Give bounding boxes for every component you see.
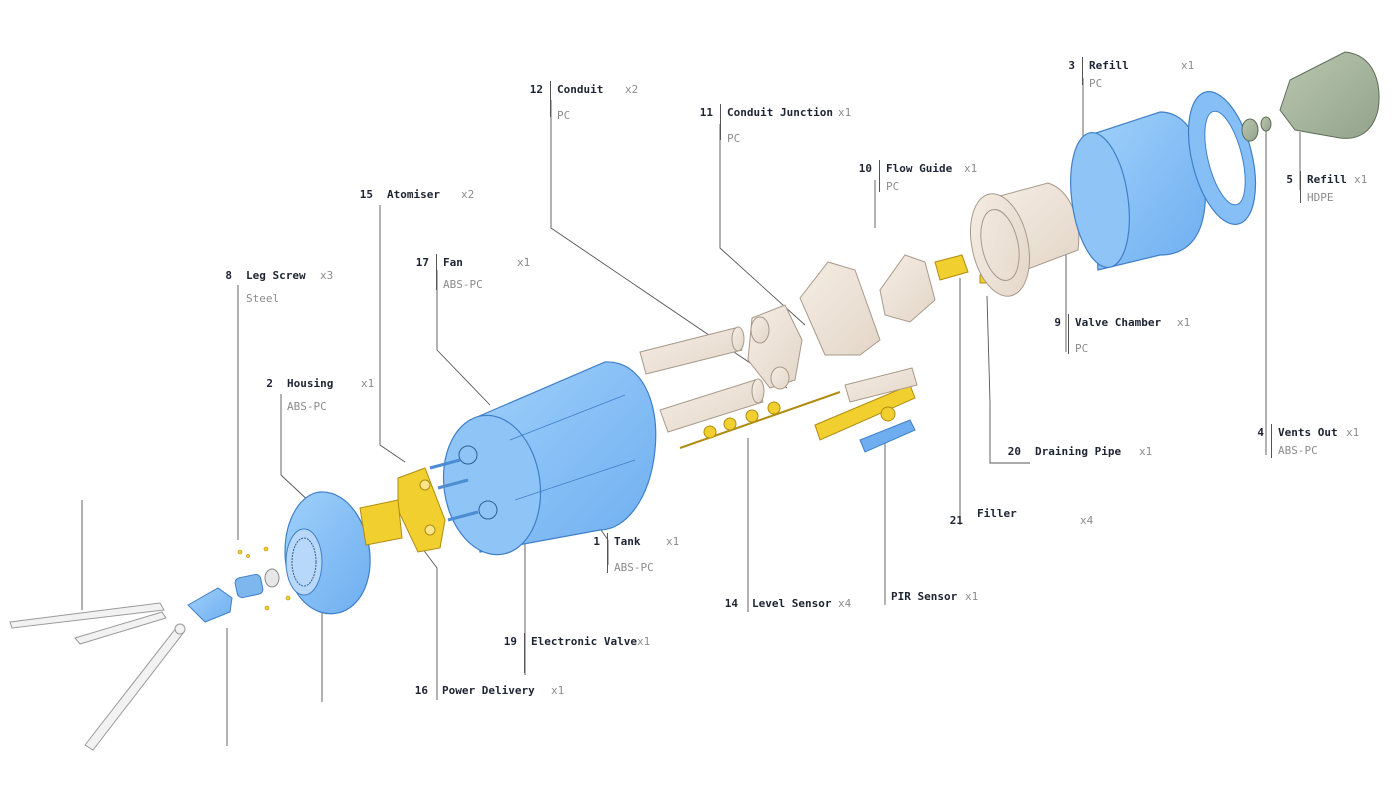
label-valve-chamber: 9 Valve Chamber x1 PC (1054, 314, 1191, 355)
label-flow-guide: 10 Flow Guide x1 PC (858, 160, 978, 193)
refill-pc-part (1070, 111, 1207, 271)
leader-nfc-reader (986, 295, 1030, 464)
refill-hdpe-part (1241, 51, 1380, 142)
tank-part (429, 361, 657, 556)
label-conduit: 12 Conduit x2 PC (529, 81, 639, 122)
label-level-sensor: 14 Level Sensor x4 (724, 597, 852, 610)
label-atomiser: 15 Atomiser x2 (359, 188, 475, 201)
leader-power-delivery (421, 547, 438, 700)
label-conduit-junction: 11 Conduit Junction x1 PC (699, 104, 852, 145)
leader-lines (81, 78, 1301, 746)
label-power-delivery: 16 Power Delivery x1 (414, 684, 565, 697)
stand-part (187, 568, 280, 623)
label-nfc-reader: 20 Draining Pipe x1 (1007, 445, 1153, 458)
flow-guide-part (799, 254, 936, 356)
label-draining-pipe: 19 Electronic Valve x1 (504, 633, 650, 673)
conduit-junction-part (747, 304, 803, 390)
leader-conduit-junction (719, 124, 806, 326)
label-fan: 17 Fan x1 ABS-PC (415, 254, 531, 291)
label-leg-screw: 8 Leg Screw x3 Steel (225, 269, 334, 305)
conduits-part (639, 326, 765, 433)
screws (237, 546, 291, 611)
vents-out-part (1187, 91, 1257, 225)
leader-atomiser (379, 205, 406, 463)
label-refill-pc: 3 Refill x1 PC (1068, 57, 1195, 90)
legs (9, 602, 186, 751)
label-vents-out: 4 Vents Out x1 ABS-PC (1257, 424, 1360, 458)
label-tank: 1 Tank x1 ABS-PC (593, 533, 680, 574)
label-electronic-valve: 21 Filler x4 (949, 507, 1094, 528)
housing-part (284, 491, 371, 615)
level-sensor-part (679, 391, 841, 449)
power-delivery-part (359, 467, 446, 553)
leader-housing (280, 394, 314, 506)
label-housing: 2 Housing x1 ABS-PC (266, 377, 375, 413)
leader-fan (436, 270, 491, 406)
label-refill-hdpe: 5 Refill x1 HDPE (1286, 171, 1368, 204)
pir-board-part (814, 367, 918, 453)
label-pir-sensor: PIR Sensor x1 (891, 590, 979, 603)
valve-chamber-part (970, 182, 1080, 297)
